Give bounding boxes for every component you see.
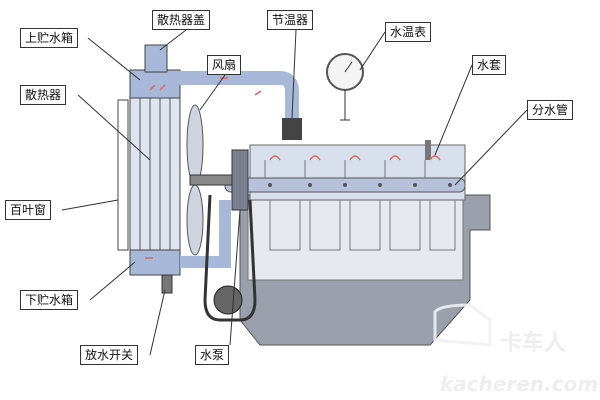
- watermark-truck-icon: [433, 303, 492, 347]
- lower-hose: [180, 200, 231, 268]
- label-drain-valve: 放水开关: [80, 345, 139, 365]
- belt: [203, 194, 257, 322]
- watermark-brand: 卡车人: [500, 331, 567, 356]
- water-pump: [231, 149, 249, 211]
- label-fan: 风扇: [207, 55, 242, 75]
- temp-sensor: [425, 140, 431, 160]
- radiator-cap: [144, 44, 168, 73]
- lower-tank: [129, 249, 181, 276]
- engine-block-front: [247, 199, 464, 281]
- radiator-core: [129, 94, 181, 256]
- fan-blade: [186, 104, 204, 186]
- label-lower-tank: 下贮水箱: [20, 290, 79, 310]
- label-radiator-cap: 散热器盖: [152, 10, 211, 30]
- drain-valve: [161, 274, 173, 294]
- label-radiator: 散热器: [20, 85, 67, 105]
- label-upper-tank: 上贮水箱: [20, 28, 79, 48]
- upper-tank: [129, 69, 181, 99]
- label-water-jacket: 水套: [472, 55, 507, 75]
- watermark-site: kacheren.com: [440, 372, 599, 396]
- label-water-pump: 水泵: [195, 345, 230, 365]
- upper-hose: [178, 71, 299, 125]
- label-thermostat: 节温器: [267, 10, 314, 30]
- label-temp-gauge: 水温表: [385, 22, 432, 42]
- label-distribution-pipe: 分水管: [527, 100, 574, 120]
- thermostat: [282, 118, 302, 140]
- shutter: [117, 99, 129, 251]
- label-shutter: 百叶窗: [5, 200, 52, 220]
